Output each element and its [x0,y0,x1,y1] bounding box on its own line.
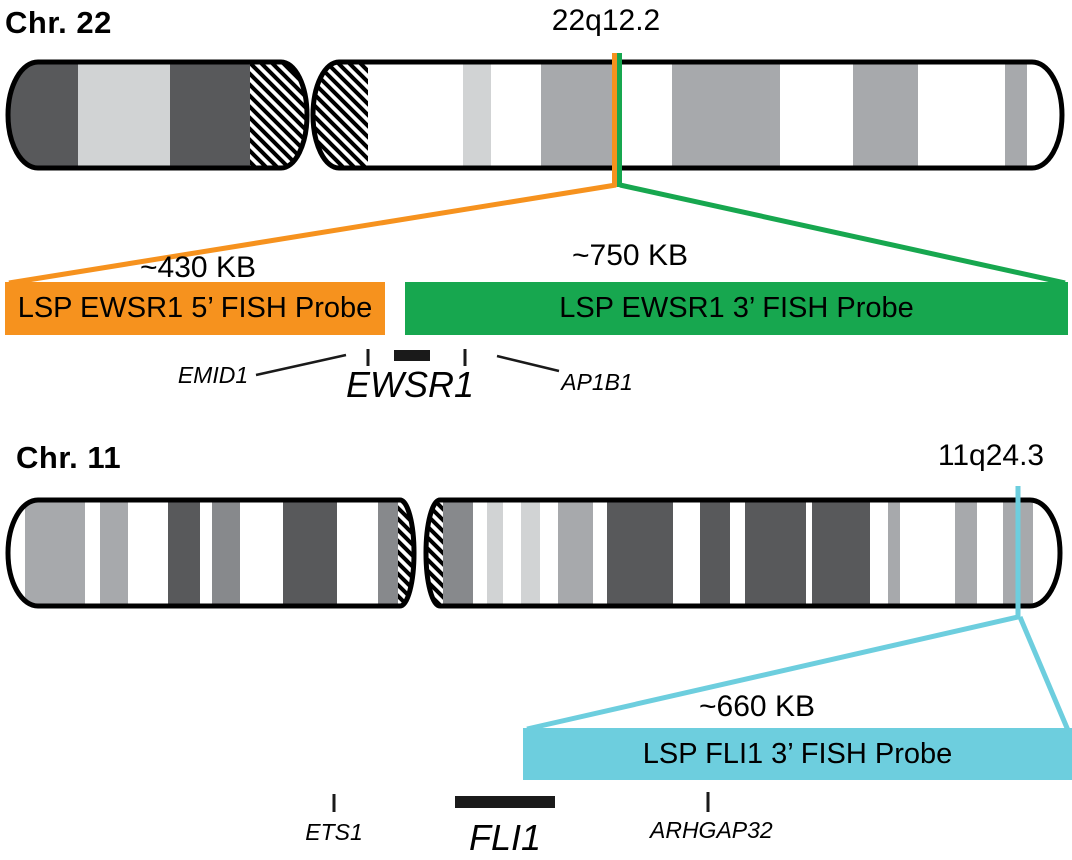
zoom-connector-line [1017,616,1072,736]
probe-size-ewsr1-5prime: ~430 KB [140,251,256,284]
gene-label-ap1b1: AP1B1 [561,369,633,395]
gene-pointer-line [255,353,347,377]
chr22-ideogram [5,59,1065,171]
chr11-locus-label: 11q24.3 [937,439,1045,472]
zoom-connector-line [8,182,617,286]
probe-box-ewsr1-3prime: LSP EWSR1 3’ FISH Probe [405,282,1068,335]
probe-size-fli1-3prime: ~660 KB [699,690,815,723]
gene-extent-bar [455,796,555,808]
gene-label-ewsr1: EWSR1 [345,364,475,405]
probe-box-fli1-3prime: LSP FLI1 3’ FISH Probe [523,728,1072,780]
gene-label-emid1: EMID1 [177,362,249,388]
chr22-locus-label: 22q12.2 [551,4,661,37]
gene-label-fli1: FLI1 [468,817,542,858]
gene-label-arhgap32: ARHGAP32 [650,817,773,843]
chr22-title: Chr. 22 [5,5,112,40]
gene-extent-bar [394,350,430,361]
gene-label-ets1: ETS1 [305,819,363,845]
chr11-ideogram [5,497,1063,609]
zoom-connector-line [619,182,1066,286]
chr11-title: Chr. 11 [16,440,122,475]
probe-size-ewsr1-3prime: ~750 KB [572,239,688,272]
gene-pointer-line [496,354,560,373]
zoom-connector-line [526,614,1019,732]
probe-box-ewsr1-5prime: LSP EWSR1 5’ FISH Probe [5,282,385,335]
